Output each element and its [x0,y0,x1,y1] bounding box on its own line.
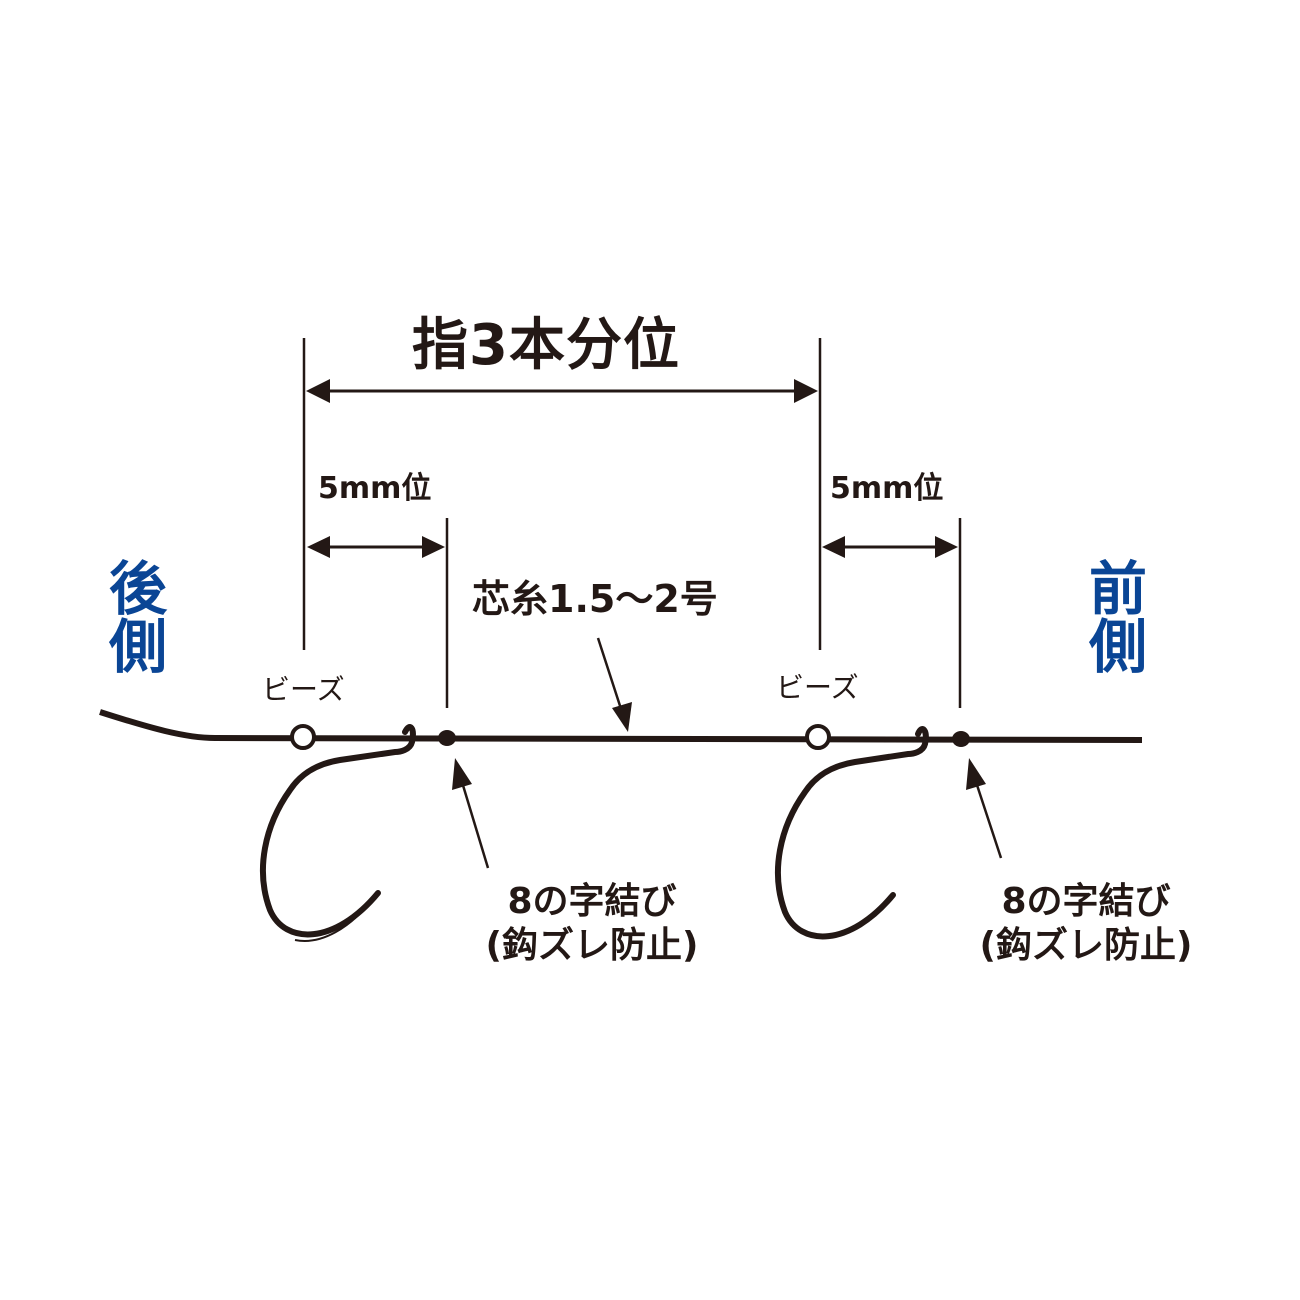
right-figure8-knot [952,731,970,747]
right-knot-pointer-arrow [966,758,1003,859]
main-dimension-arrow [306,379,818,403]
core-line [99,709,1143,743]
right-spacing-arrow [822,536,958,558]
right-hook [774,726,929,940]
total-length-label: 指3本分位 [412,313,680,378]
right-bead [805,724,831,750]
right-beads-label: ビーズ [776,671,859,704]
left-figure8-knot [438,730,456,746]
left-knot-label-line2: (鈎ズレ防止) [485,924,699,966]
left-knot-pointer-arrow [452,758,490,869]
left-spacing-arrow [307,536,445,558]
left-spacing-label: 5mm位 [318,471,432,506]
rear-side-label: 後 側 [106,560,170,676]
left-bead [290,724,316,750]
left-knot-label: 8の字結び (鈎ズレ防止) [472,880,712,968]
right-knot-label-line2: (鈎ズレ防止) [979,924,1193,966]
right-spacing-label: 5mm位 [830,471,944,506]
right-knot-label: 8の字結び (鈎ズレ防止) [966,880,1206,968]
core-line-pointer-arrow [596,637,632,732]
rear-side-char-2: 側 [108,613,167,681]
front-side-label: 前 側 [1086,560,1150,676]
right-knot-label-line1: 8の字結び [1001,881,1171,922]
rear-side-char-1: 後 [108,555,167,623]
front-side-char-2: 側 [1088,613,1147,681]
core-line-label: 芯糸1.5〜2号 [472,577,718,621]
left-beads-label: ビーズ [262,673,345,706]
left-hook [259,724,416,942]
front-side-char-1: 前 [1088,555,1147,623]
left-knot-label-line1: 8の字結び [507,881,677,922]
